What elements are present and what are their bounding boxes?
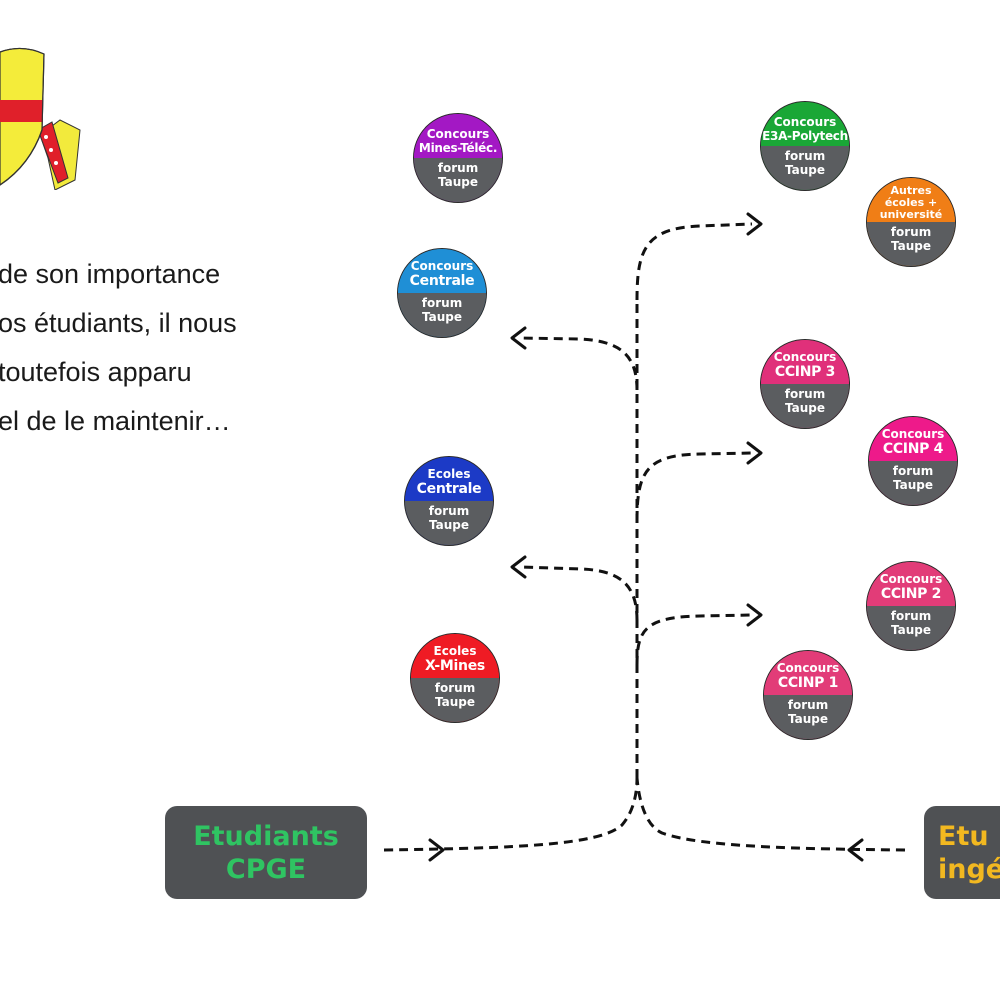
badge-line: Concours: [881, 427, 945, 441]
badge-footer: forum Taupe: [867, 606, 955, 650]
badge-line: Concours: [879, 572, 943, 586]
badge-line: Concours: [426, 127, 490, 141]
paragraph-line: el de le maintenir…: [0, 406, 231, 436]
badge-header: Concours CCINP 4: [869, 417, 957, 461]
source-box-ingenieur: Etu ingé: [924, 806, 1000, 899]
badge-line: Concours: [773, 350, 837, 364]
badge-line: Concours: [410, 259, 474, 273]
badge-header: Ecoles Centrale: [405, 457, 493, 501]
badge-title: CCINP 3: [774, 364, 836, 380]
badge-header: Concours Mines-Téléc.: [414, 114, 502, 158]
badge-line: Concours: [773, 115, 837, 129]
intro-paragraph: de son importance os étudiants, il nous …: [0, 250, 237, 446]
arrowhead-upper-left: [510, 326, 527, 350]
badge-line: Ecoles: [427, 467, 471, 481]
badge-footer: forum Taupe: [761, 384, 849, 428]
badge-title: Centrale: [416, 481, 482, 497]
edge-branch-middle-right: [635, 451, 753, 521]
badge-footer-line: forum: [784, 149, 826, 163]
badge-footer-line: Taupe: [421, 310, 462, 324]
badge-footer-line: Taupe: [892, 478, 933, 492]
badge-title: Centrale: [409, 273, 475, 289]
badge-title: CCINP 1: [777, 675, 839, 691]
badge-footer-line: forum: [890, 609, 932, 623]
badge-header: Autres écoles + université: [867, 178, 955, 222]
badge-footer-line: forum: [437, 161, 479, 175]
badge-line: Concours: [776, 661, 840, 675]
badge-footer-line: Taupe: [428, 518, 469, 532]
badge-footer: forum Taupe: [398, 293, 486, 337]
badge-title: université: [879, 208, 943, 221]
paragraph-line: os étudiants, il nous: [0, 308, 237, 338]
badge-header: Concours Centrale: [398, 249, 486, 293]
paragraph-line: toutefois apparu: [0, 357, 192, 387]
badge-footer-line: Taupe: [437, 175, 478, 189]
badge-footer: forum Taupe: [761, 146, 849, 190]
edge-cpge-to-trunk: [383, 777, 639, 852]
badge-line: écoles +: [884, 196, 938, 209]
badge-footer: forum Taupe: [405, 501, 493, 545]
paragraph-line: de son importance: [0, 259, 221, 289]
badge-title: E3A-Polytech: [762, 129, 848, 143]
badge-header: Concours CCINP 2: [867, 562, 955, 606]
source-box-label: Etudiants: [193, 820, 339, 852]
arrowhead-upper-right: [746, 212, 763, 236]
badge-footer: forum Taupe: [411, 678, 499, 722]
badge-concours-mines-telecom[interactable]: Concours Mines-Téléc. forum Taupe: [413, 113, 503, 203]
badge-header: Concours E3A-Polytech: [761, 102, 849, 146]
edge-branch-upper-left: [519, 336, 639, 391]
badge-concours-ccinp-4[interactable]: Concours CCINP 4 forum Taupe: [868, 416, 958, 506]
edge-branch-lower-right: [635, 613, 753, 666]
edge-ingenieur-to-trunk: [635, 777, 906, 852]
badge-concours-ccinp-3[interactable]: Concours CCINP 3 forum Taupe: [760, 339, 850, 429]
badge-title: CCINP 2: [880, 586, 942, 602]
badge-ecoles-centrale[interactable]: Ecoles Centrale forum Taupe: [404, 456, 494, 546]
badge-footer-line: forum: [428, 504, 470, 518]
source-box-label: CPGE: [225, 853, 307, 885]
badge-footer: forum Taupe: [764, 695, 852, 739]
badge-line: Ecoles: [433, 644, 477, 658]
badge-line: Autres: [890, 184, 932, 197]
badge-footer-line: forum: [784, 387, 826, 401]
badge-footer-line: forum: [434, 681, 476, 695]
badge-footer: forum Taupe: [867, 222, 955, 266]
badge-footer-line: Taupe: [434, 695, 475, 709]
badge-concours-ccinp-2[interactable]: Concours CCINP 2 forum Taupe: [866, 561, 956, 651]
badge-header: Ecoles X-Mines: [411, 634, 499, 678]
badge-concours-ccinp-1[interactable]: Concours CCINP 1 forum Taupe: [763, 650, 853, 740]
badge-footer-line: forum: [890, 225, 932, 239]
badge-title: Mines-Téléc.: [418, 141, 498, 155]
badge-footer: forum Taupe: [869, 461, 957, 505]
badge-header: Concours CCINP 3: [761, 340, 849, 384]
arrowhead-lower-right: [746, 603, 763, 627]
source-box-cpge: Etudiants CPGE: [165, 806, 367, 899]
edge-branch-lower-left: [519, 565, 639, 621]
arrowhead-cpge: [428, 838, 445, 862]
badge-footer-line: forum: [892, 464, 934, 478]
source-box-label: Etu: [938, 820, 989, 852]
badge-title: CCINP 4: [882, 441, 944, 457]
badge-title: X-Mines: [425, 658, 485, 674]
badge-footer-line: Taupe: [890, 623, 931, 637]
badge-footer-line: Taupe: [890, 239, 931, 253]
badge-ecoles-x-mines[interactable]: Ecoles X-Mines forum Taupe: [410, 633, 500, 723]
badge-footer-line: Taupe: [784, 401, 825, 415]
edge-branch-upper-right: [635, 222, 753, 301]
badge-autres-ecoles-universite[interactable]: Autres écoles + université forum Taupe: [866, 177, 956, 267]
badge-header: Concours CCINP 1: [764, 651, 852, 695]
badge-footer: forum Taupe: [414, 158, 502, 202]
arrowhead-middle-right: [746, 441, 763, 465]
badge-footer-line: Taupe: [784, 163, 825, 177]
badge-footer-line: Taupe: [787, 712, 828, 726]
source-box-label: ingé: [938, 853, 1000, 885]
badge-footer-line: forum: [421, 296, 463, 310]
badge-concours-e3a-polytech[interactable]: Concours E3A-Polytech forum Taupe: [760, 101, 850, 191]
badge-concours-centrale[interactable]: Concours Centrale forum Taupe: [397, 248, 487, 338]
coat-of-arms-icon: [0, 47, 81, 190]
arrowhead-ingenieur: [847, 838, 864, 862]
badge-footer-line: forum: [787, 698, 829, 712]
arrowhead-lower-left: [510, 555, 527, 579]
